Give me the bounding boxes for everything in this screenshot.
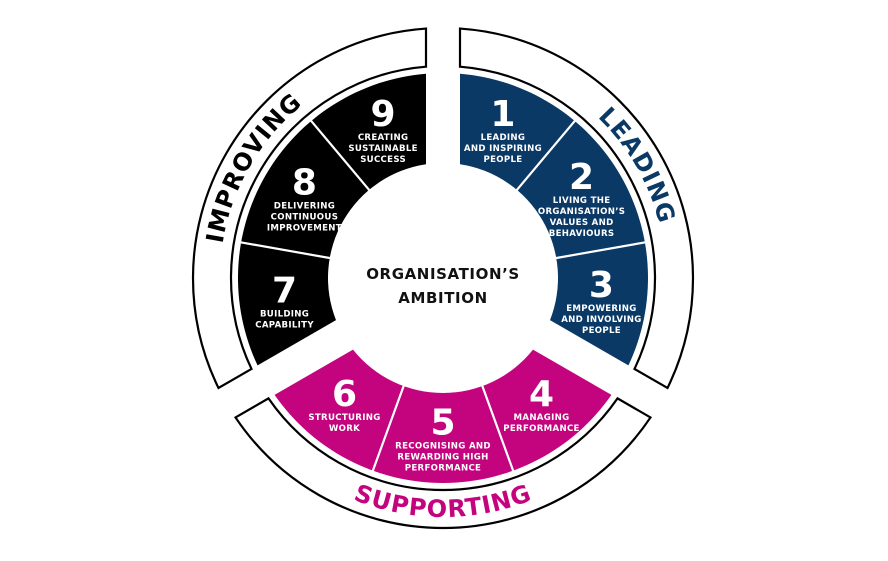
group-ring-leading bbox=[460, 73, 648, 366]
band-supporting bbox=[233, 396, 653, 530]
center-title: ORGANISATION’S AMBITION bbox=[366, 265, 520, 307]
group-ring-supporting bbox=[274, 349, 612, 483]
segment-label-line: ORGANISATION’S bbox=[538, 207, 625, 217]
divider-leading-1 bbox=[514, 118, 577, 193]
segment-number: 7 bbox=[272, 270, 297, 311]
band-leading bbox=[458, 27, 695, 390]
segment-number: 6 bbox=[332, 374, 357, 415]
segment-label-line: LEADING bbox=[481, 133, 526, 143]
segment-label-line: VALUES AND bbox=[550, 218, 614, 228]
segment-label-line: DELIVERING bbox=[274, 202, 335, 212]
divider-supporting-1 bbox=[480, 383, 515, 473]
divider-supporting-2 bbox=[371, 383, 406, 473]
segment-label-line: PERFORMANCE bbox=[405, 464, 481, 474]
center-title-line-1: ORGANISATION’S bbox=[366, 265, 520, 283]
segment-label-line: CONTINUOUS bbox=[271, 213, 339, 223]
segment-label-line: REWARDING HIGH bbox=[397, 453, 488, 463]
divider-improving-2 bbox=[309, 118, 372, 193]
segment-label-line: CAPABILITY bbox=[255, 320, 314, 330]
segment-label-line: LIVING THE bbox=[553, 196, 611, 206]
segment-label-line: BUILDING bbox=[260, 309, 309, 319]
outer-bands bbox=[191, 27, 695, 530]
band-improving bbox=[191, 27, 428, 390]
segment-number: 4 bbox=[529, 374, 554, 415]
segment-number: 8 bbox=[292, 163, 317, 204]
segment-label-line: BEHAVIOURS bbox=[549, 229, 615, 239]
segment-label-line: CREATING bbox=[358, 133, 408, 143]
segment-number: 1 bbox=[490, 94, 515, 135]
segment-label-line: PEOPLE bbox=[582, 326, 621, 336]
segment-label-line: PEOPLE bbox=[483, 155, 522, 165]
group-ring-improving bbox=[238, 73, 426, 366]
segment-number: 9 bbox=[371, 94, 396, 135]
segment-label-line: SUSTAINABLE bbox=[348, 144, 417, 154]
segment-label-line: MANAGING bbox=[514, 413, 570, 423]
segment-dividers bbox=[238, 118, 648, 473]
segment-label-line: STRUCTURING bbox=[308, 413, 380, 423]
segment-label-line: AND INVOLVING bbox=[561, 315, 641, 325]
segment-number: 2 bbox=[569, 157, 594, 198]
segment-label-line: AND INSPIRING bbox=[464, 144, 542, 154]
segment-label-line: SUCCESS bbox=[360, 155, 406, 165]
segment-number: 3 bbox=[589, 265, 614, 306]
segments bbox=[238, 73, 648, 483]
segment-number: 5 bbox=[430, 403, 455, 444]
segment-label-line: WORK bbox=[329, 424, 360, 434]
center-title-line-2: AMBITION bbox=[398, 289, 487, 307]
segment-label-line: PERFORMANCE bbox=[503, 424, 579, 434]
segment-label-line: RECOGNISING AND bbox=[395, 442, 491, 452]
divider-improving-1 bbox=[238, 240, 332, 260]
segment-label-line: EMPOWERING bbox=[566, 304, 636, 314]
segment-label-line: IMPROVEMENT bbox=[267, 224, 342, 234]
divider-leading-2 bbox=[554, 240, 648, 260]
